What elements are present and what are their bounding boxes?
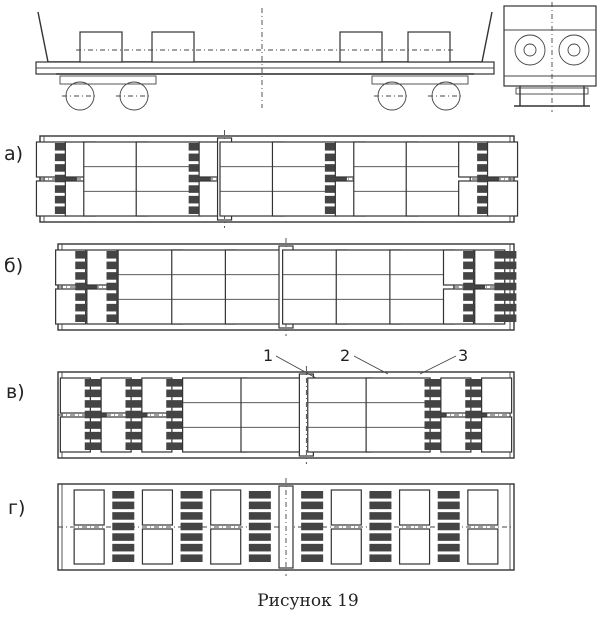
cargo-box	[330, 528, 362, 565]
callout-2: 2	[340, 346, 350, 365]
spacer-block	[424, 379, 447, 450]
variants-group: а) б) в) г)	[4, 130, 519, 576]
cargo-box-wide	[182, 377, 248, 453]
spacer-block	[463, 251, 486, 322]
cargo-box	[486, 141, 519, 178]
cargo-box	[330, 489, 362, 526]
cargo-box	[486, 180, 519, 217]
cargo-box	[141, 489, 174, 526]
cargo-box-wide	[365, 377, 431, 453]
wagon-end-view	[503, 2, 597, 112]
spacer-block	[301, 491, 324, 562]
variant-2: б)	[4, 238, 517, 336]
spacer-block	[437, 491, 460, 562]
spacer-block	[84, 379, 107, 450]
cargo-box	[73, 489, 105, 526]
bogie-right	[371, 75, 469, 111]
callouts: 1 2 3	[263, 346, 468, 379]
callout-3: 3	[458, 346, 468, 365]
cargo-box	[141, 528, 174, 565]
cargo-box	[339, 31, 383, 63]
cargo-box	[467, 528, 499, 565]
spacer-block	[125, 379, 148, 450]
spacer-block	[166, 379, 189, 450]
spacer-block	[248, 491, 271, 562]
variant-3: в)	[6, 366, 515, 464]
cargo-box	[210, 489, 242, 526]
cargo-box	[481, 377, 513, 414]
spacer-block	[180, 491, 203, 562]
bogie-left	[59, 75, 157, 111]
cargo-box	[467, 489, 499, 526]
spacer-block	[369, 491, 392, 562]
spacer-block	[494, 251, 517, 322]
cargo-box	[398, 528, 431, 565]
spacer-block	[465, 379, 488, 450]
cargo-box	[210, 528, 242, 565]
callout-1: 1	[263, 346, 273, 365]
cargo-box-wide	[307, 377, 373, 453]
cargo-box	[151, 31, 195, 63]
cargo-box	[398, 489, 431, 526]
cargo-box	[73, 528, 105, 565]
cargo-box	[481, 416, 513, 453]
variant-1: а)	[4, 130, 519, 228]
spacer-block	[75, 251, 98, 322]
cargo-box-wide	[240, 377, 306, 453]
variant-label: в)	[6, 381, 25, 403]
spacer-block	[106, 251, 129, 322]
cargo-box	[407, 31, 451, 63]
variant-label: б)	[4, 255, 23, 277]
variant-label: а)	[4, 143, 23, 165]
variant-label: г)	[8, 497, 25, 519]
cargo-box	[79, 31, 123, 63]
spacer-block	[112, 491, 135, 562]
figure-caption: Рисунок 19	[257, 591, 359, 611]
variant-4: г)	[8, 478, 515, 576]
wagon-side-view	[35, 8, 495, 111]
